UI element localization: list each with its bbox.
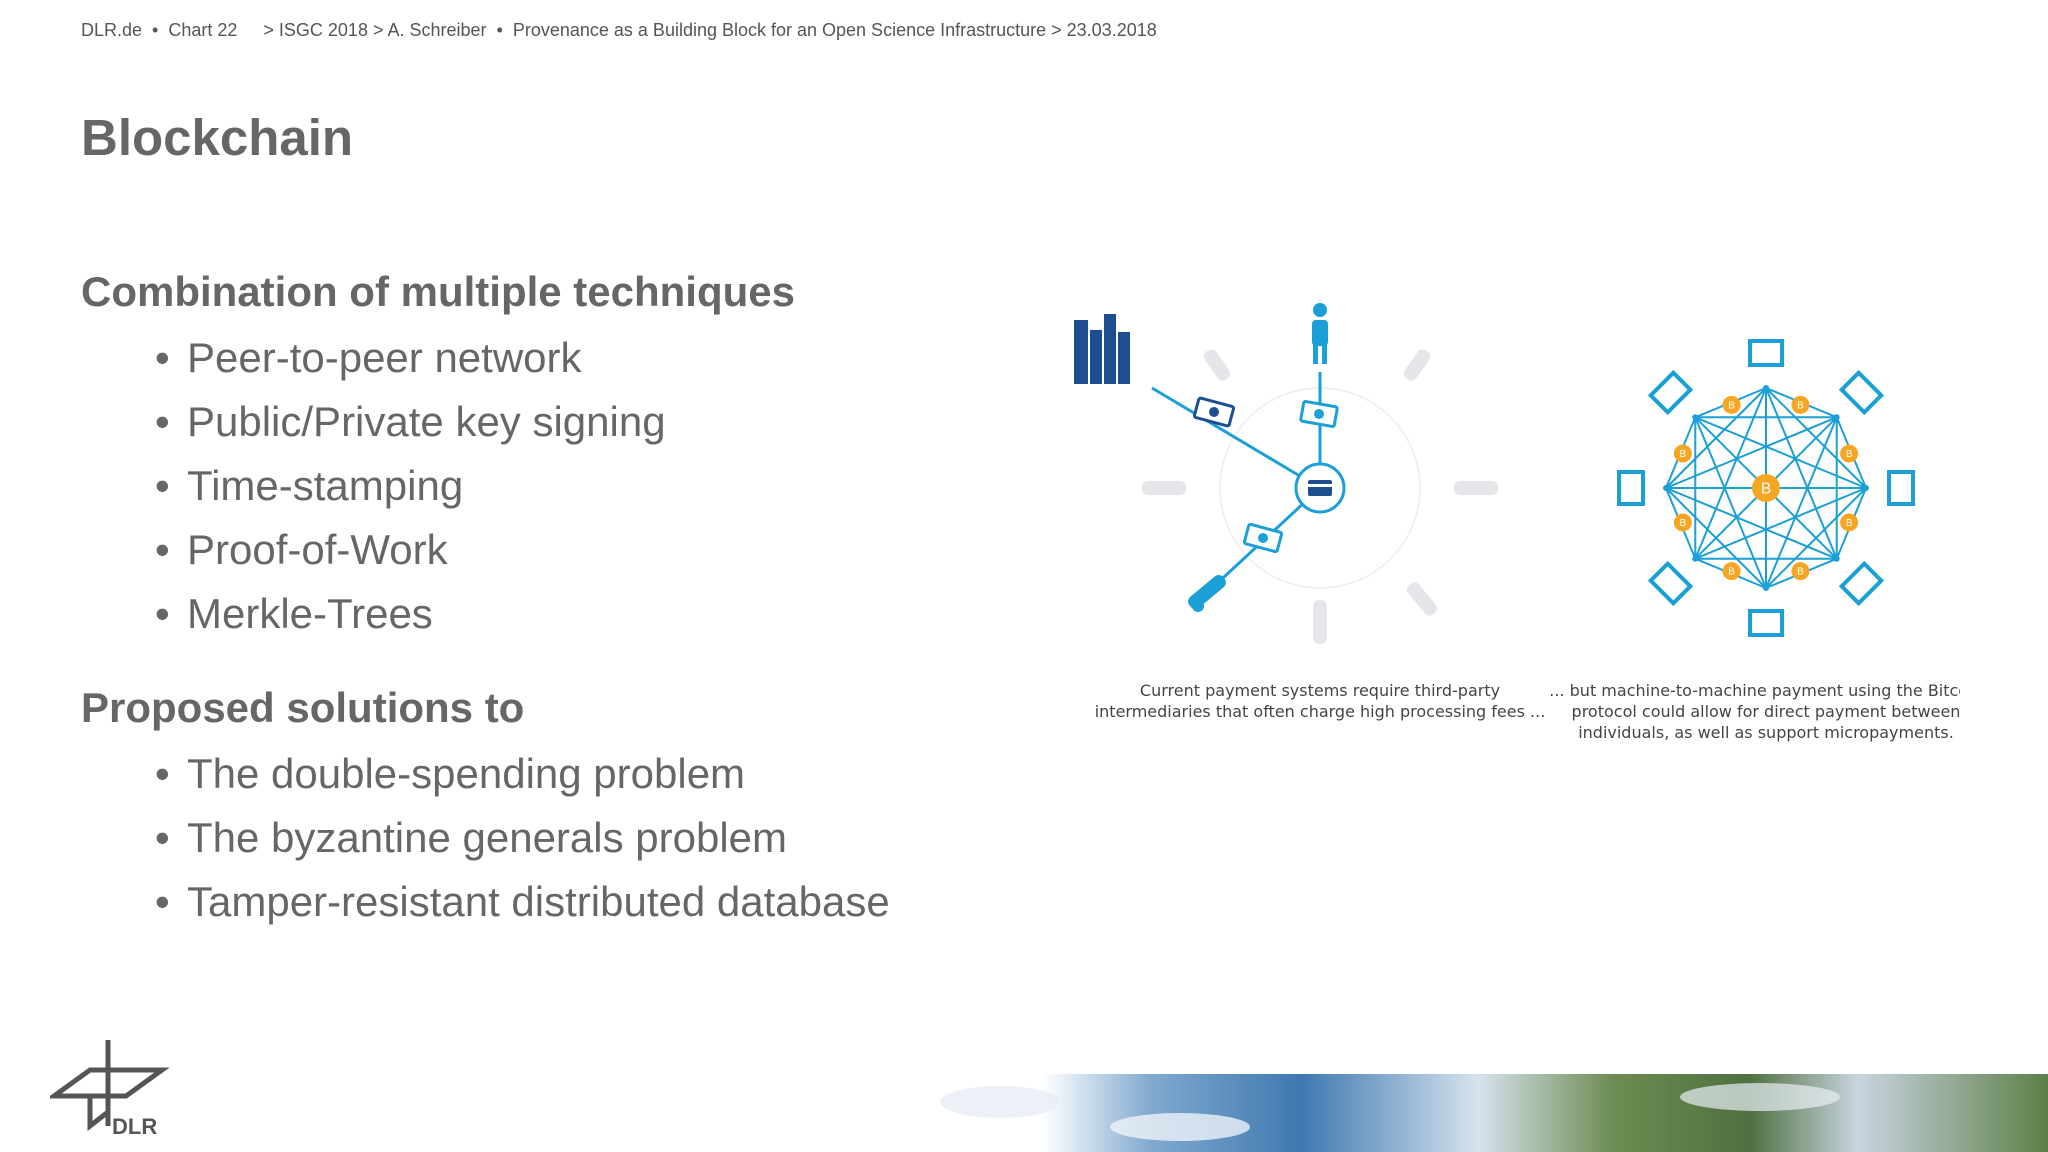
bitcoin-symbol: B <box>1680 449 1687 460</box>
earth-image-band <box>0 1072 2048 1152</box>
bitcoin-symbol: B <box>1761 481 1771 498</box>
network-node <box>1692 555 1699 562</box>
list-item-text: The byzantine generals problem <box>187 814 788 861</box>
bullet-glyph: • <box>155 462 170 509</box>
left-caption-line-1: Current payment systems require third-pa… <box>1140 681 1500 700</box>
payment-network-figure: B B B B B B B B B Current payment systems requir… <box>1060 280 1983 760</box>
right-caption-line-3: individuals, as well as support micropay… <box>1578 723 1954 742</box>
header-chart: Chart 22 <box>168 20 238 40</box>
earth-image <box>690 1074 2048 1152</box>
list-item: • Peer-to-peer network <box>155 326 666 390</box>
faded-person-icons <box>1142 349 1498 644</box>
bullet-glyph: • <box>155 750 170 797</box>
building-icon <box>1074 314 1130 384</box>
bitcoin-icon <box>1791 562 1810 581</box>
list-item: • Merkle-Trees <box>155 582 666 646</box>
bitcoin-icon <box>1722 395 1741 414</box>
bullet-glyph: • <box>155 590 170 637</box>
network-node <box>1692 414 1699 421</box>
laptop-icon <box>1748 339 1784 367</box>
list-item-text: Proof-of-Work <box>187 526 448 573</box>
bitcoin-icon <box>1840 444 1859 463</box>
techniques-list: • Peer-to-peer network • Public/Private ke… <box>155 326 666 646</box>
network-node <box>1863 485 1869 491</box>
header-separator: • <box>496 20 503 40</box>
list-item: • Time-stamping <box>155 454 666 518</box>
laptop-icon <box>1617 470 1645 506</box>
mesh-link <box>1665 487 1767 589</box>
network-node <box>1663 485 1669 491</box>
header-site: DLR.de <box>81 20 143 40</box>
bitcoin-symbol: B <box>1680 518 1687 529</box>
bullet-glyph: • <box>155 334 170 381</box>
bitcoin-icon <box>1791 395 1810 414</box>
bitcoin-icon <box>1673 513 1692 532</box>
list-item-text: Peer-to-peer network <box>187 334 582 381</box>
banknote-icon <box>1242 522 1284 554</box>
bitcoin-symbol: B <box>1797 400 1804 411</box>
list-item-text: Public/Private key signing <box>187 398 666 445</box>
network-node <box>1763 585 1769 591</box>
laptop-icon <box>1838 560 1885 607</box>
bitcoin-symbol: B <box>1728 567 1735 578</box>
left-caption-line-2: intermediaries that often charge high pr… <box>1095 702 1546 721</box>
header-talk: Provenance as a Building Block for an Op… <box>512 20 1157 40</box>
list-item: • The byzantine generals problem <box>155 806 890 870</box>
page-title: Blockchain <box>81 109 354 166</box>
header-separator: • <box>152 20 159 40</box>
bitcoin-icon <box>1840 513 1859 532</box>
mesh-link <box>1694 416 1767 589</box>
laptop-icon <box>1647 560 1694 607</box>
section-heading-techniques: Combination of multiple techniques <box>81 268 795 315</box>
bitcoin-icon <box>1722 562 1741 581</box>
network-node <box>1833 555 1840 562</box>
list-item-text: Tamper-resistant distributed database <box>187 878 890 925</box>
banknote-icon <box>1192 396 1236 428</box>
list-item-text: Merkle-Trees <box>187 590 433 637</box>
list-item: • Public/Private key signing <box>155 390 666 454</box>
bitcoin-symbol: B <box>1728 400 1735 411</box>
list-item: • The double-spending problem <box>155 742 890 806</box>
bitcoin-symbol: B <box>1846 518 1853 529</box>
dlr-logo-text: DLR <box>112 1114 157 1139</box>
centralized-payment-diagram <box>1074 303 1498 644</box>
bitcoin-symbol: B <box>1846 449 1853 460</box>
laptop-icon <box>1748 609 1784 637</box>
dlr-logo-mark: DLR <box>46 1040 170 1139</box>
laptop-icon <box>1647 369 1694 416</box>
bullet-glyph: • <box>155 814 170 861</box>
laptop-icon <box>1887 470 1915 506</box>
network-node <box>1833 414 1840 421</box>
bitcoin-symbol: B <box>1797 567 1804 578</box>
bitcoin-icon <box>1673 444 1692 463</box>
bullet-glyph: • <box>155 878 170 925</box>
payment-network-illustration: B B B B B B B B B Current payment systems requir… <box>1074 303 1983 742</box>
banknote-icon <box>1299 400 1339 428</box>
list-item-text: Time-stamping <box>187 462 464 509</box>
network-node <box>1763 385 1769 391</box>
laptop-icon <box>1838 369 1885 416</box>
header-path: > ISGC 2018 > A. Schreiber <box>263 20 487 40</box>
bullet-glyph: • <box>155 526 170 573</box>
solutions-list: • The double-spending problem • The byzant… <box>155 742 890 934</box>
person-icon <box>1312 303 1328 364</box>
section-heading-solutions: Proposed solutions to <box>81 684 525 731</box>
dlr-logo: DLR <box>46 1040 170 1140</box>
right-caption-line-1: ... but machine-to-machine payment using… <box>1549 681 1960 700</box>
slide-header: DLR.de • Chart 22 > ISGC 2018 > A. Schreibe… <box>81 20 1157 41</box>
mesh-link <box>1694 416 1867 489</box>
right-caption-line-2: protocol could allow for direct payment … <box>1572 702 1960 721</box>
peer-to-peer-diagram: B B B B B B B B B <box>1617 339 1915 637</box>
credit-card-icon <box>1294 462 1346 514</box>
list-item: • Tamper-resistant distributed database <box>155 870 890 934</box>
bitcoin-icon <box>1752 474 1780 502</box>
list-item-text: The double-spending problem <box>187 750 746 797</box>
bullet-glyph: • <box>155 398 170 445</box>
list-item: • Proof-of-Work <box>155 518 666 582</box>
